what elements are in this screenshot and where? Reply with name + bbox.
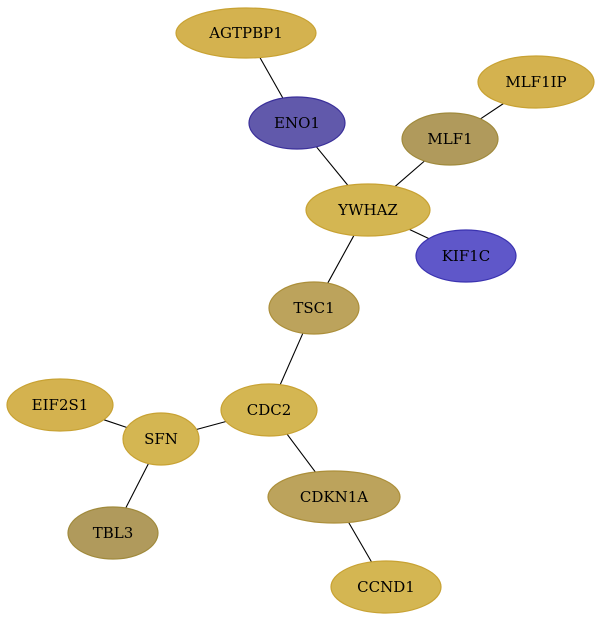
- node-ellipse[interactable]: [477, 55, 595, 109]
- node-label: SFN: [144, 430, 178, 448]
- edge-ywhaz-tsc1: [327, 235, 355, 284]
- edge-eif2s1-sfn: [103, 419, 128, 429]
- node-cdkn1a[interactable]: CDKN1A: [267, 470, 401, 524]
- node-ellipse[interactable]: [267, 470, 401, 524]
- node-label: MLF1: [427, 130, 472, 148]
- node-ellipse[interactable]: [330, 560, 442, 614]
- node-label: AGTPBP1: [208, 24, 283, 42]
- node-label: TBL3: [93, 524, 134, 542]
- edge-agtpbp1-eno1: [259, 57, 284, 99]
- node-ywhaz[interactable]: YWHAZ: [305, 183, 431, 237]
- node-ellipse[interactable]: [248, 96, 346, 150]
- node-label: CCND1: [357, 578, 415, 596]
- node-label: CDC2: [247, 401, 292, 419]
- edge-mlf1-ywhaz: [394, 160, 425, 188]
- node-ellipse[interactable]: [6, 378, 114, 432]
- node-kif1c[interactable]: KIF1C: [415, 229, 517, 283]
- node-label: ENO1: [274, 114, 320, 132]
- edge-sfn-tbl3: [125, 463, 149, 509]
- node-eif2s1[interactable]: EIF2S1: [6, 378, 114, 432]
- node-label: KIF1C: [442, 247, 491, 265]
- edges-layer: [103, 57, 504, 563]
- node-tsc1[interactable]: TSC1: [268, 281, 360, 335]
- edge-cdc2-cdkn1a: [286, 433, 316, 473]
- node-ellipse[interactable]: [220, 383, 318, 437]
- node-cdc2[interactable]: CDC2: [220, 383, 318, 437]
- edge-cdc2-sfn: [196, 420, 227, 431]
- node-ellipse[interactable]: [401, 112, 499, 166]
- node-ellipse[interactable]: [305, 183, 431, 237]
- node-mlf1[interactable]: MLF1: [401, 112, 499, 166]
- edge-ywhaz-kif1c: [409, 228, 430, 240]
- node-tbl3[interactable]: TBL3: [67, 506, 159, 560]
- edge-tsc1-cdc2: [279, 332, 304, 385]
- node-eno1[interactable]: ENO1: [248, 96, 346, 150]
- node-label: CDKN1A: [300, 488, 368, 506]
- edge-mlf1ip-mlf1: [480, 103, 504, 120]
- node-mlf1ip[interactable]: MLF1IP: [477, 55, 595, 109]
- edge-cdkn1a-ccnd1: [348, 522, 372, 563]
- node-ellipse[interactable]: [175, 7, 317, 59]
- node-label: EIF2S1: [32, 396, 89, 414]
- node-ellipse[interactable]: [67, 506, 159, 560]
- node-sfn[interactable]: SFN: [122, 412, 200, 466]
- node-label: TSC1: [293, 299, 334, 317]
- node-ellipse[interactable]: [268, 281, 360, 335]
- node-label: MLF1IP: [505, 73, 566, 91]
- node-ellipse[interactable]: [415, 229, 517, 283]
- edge-eno1-ywhaz: [315, 146, 349, 186]
- node-agtpbp1[interactable]: AGTPBP1: [175, 7, 317, 59]
- node-label: YWHAZ: [337, 201, 398, 219]
- node-ccnd1[interactable]: CCND1: [330, 560, 442, 614]
- node-ellipse[interactable]: [122, 412, 200, 466]
